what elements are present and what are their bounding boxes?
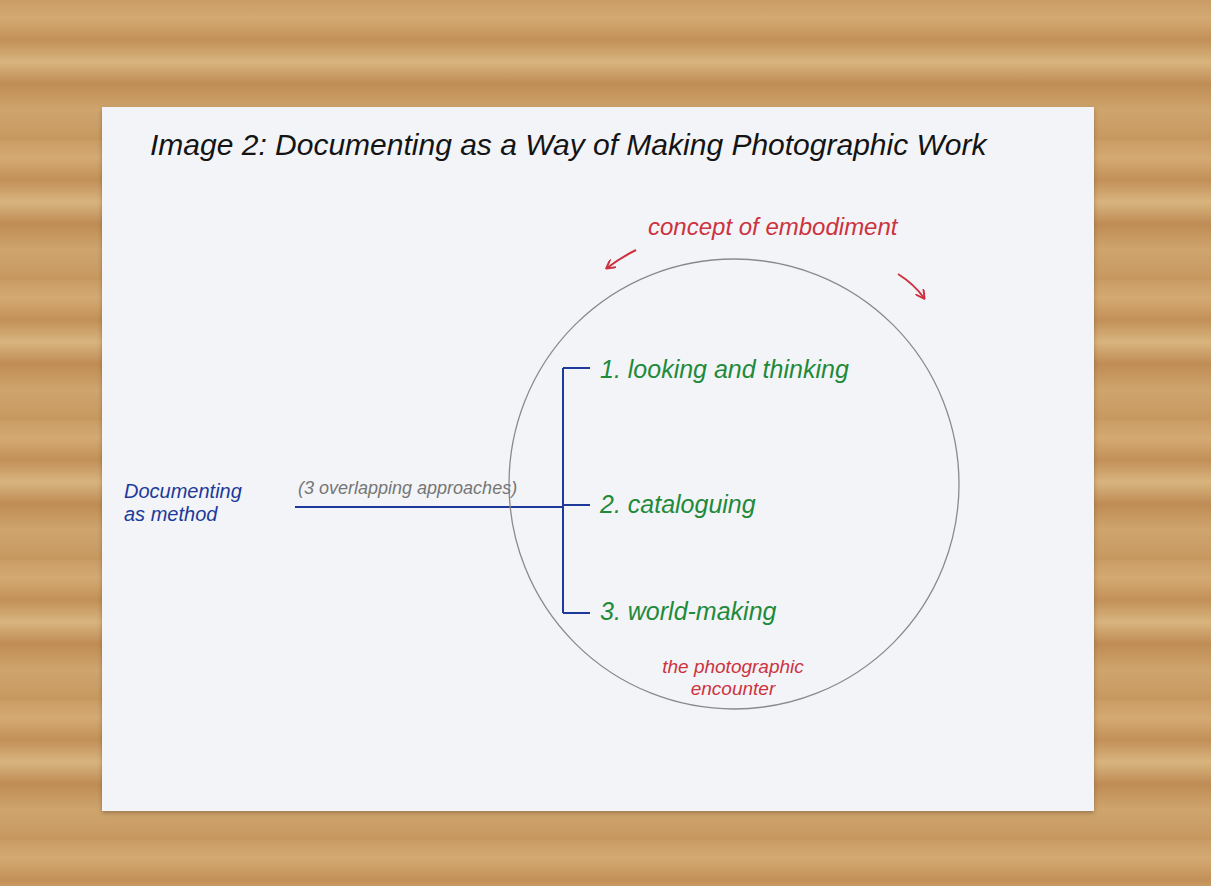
paper-sheet bbox=[102, 107, 1094, 811]
approach-item: 3. world-making bbox=[600, 597, 776, 626]
approach-item: 1. looking and thinking bbox=[600, 355, 849, 384]
red-arrow bbox=[898, 274, 924, 298]
line-label: (3 overlapping approaches) bbox=[298, 478, 517, 499]
diagram-title: Image 2: Documenting as a Way of Making … bbox=[150, 128, 987, 163]
approach-item: 2. cataloguing bbox=[600, 490, 756, 519]
circle-heading: concept of embodiment bbox=[648, 213, 897, 241]
method-label: Documenting as method bbox=[124, 480, 252, 526]
circle-outline bbox=[508, 258, 960, 710]
red-arrow bbox=[607, 250, 636, 268]
embodiment-circle: concept of embodiment1. looking and thin… bbox=[508, 258, 960, 710]
circle-note: the photographic encounter bbox=[638, 656, 828, 700]
